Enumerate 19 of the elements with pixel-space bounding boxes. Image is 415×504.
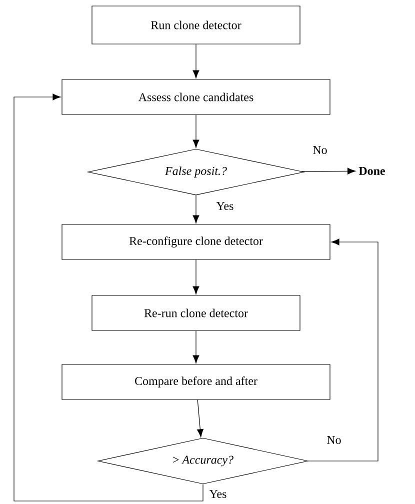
arrow — [196, 400, 204, 438]
arrow — [192, 44, 200, 78]
edge-label: No — [312, 145, 328, 155]
edge-label: Yes — [208, 489, 228, 499]
arrow — [192, 260, 200, 294]
process-box: Re-run clone detector — [92, 295, 300, 331]
process-box: Compare before and after — [62, 364, 330, 400]
arrow — [308, 238, 378, 462]
process-box: Re-configure clone detector — [62, 224, 330, 260]
process-box: Assess clone candidates — [62, 79, 330, 115]
arrow — [14, 94, 204, 502]
terminal-text: Done — [358, 167, 385, 175]
edge-label: No — [326, 435, 342, 445]
arrow — [192, 195, 200, 224]
arrow — [192, 114, 200, 148]
arrow — [301, 168, 356, 174]
process-box: Run clone detector — [92, 6, 300, 44]
arrow — [192, 330, 200, 364]
edge-label: Yes — [215, 201, 235, 211]
